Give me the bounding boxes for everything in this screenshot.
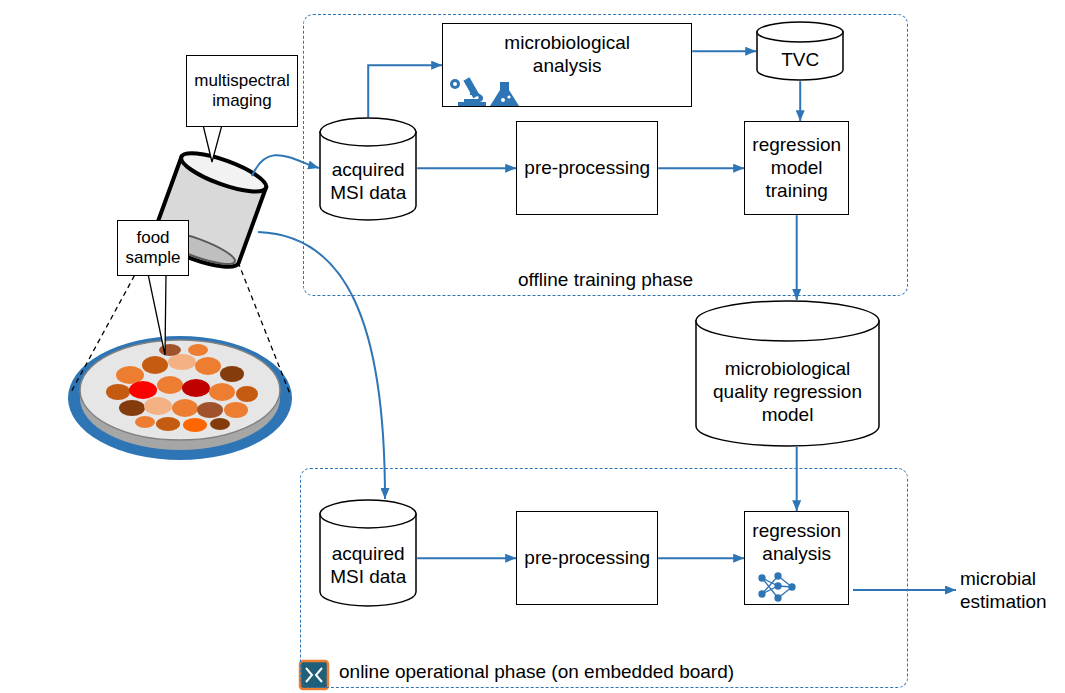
node-text: multispectral imaging: [193, 71, 291, 112]
view-lines: [238, 262, 290, 394]
food-plate: [236, 386, 258, 402]
food-plate: [135, 416, 155, 428]
food-plate: [195, 357, 221, 375]
network-icon: [775, 595, 781, 601]
food-plate: [224, 402, 248, 418]
chip-icon: [306, 668, 322, 682]
lab-icon: [464, 92, 483, 102]
food-plate: [106, 384, 130, 400]
food-plate: [220, 366, 244, 382]
callout-box: multispectral imaging: [186, 55, 298, 127]
region-label: offline training phase: [304, 269, 907, 292]
flow-arrow: [658, 557, 744, 559]
data-store: acquired MSI data: [319, 117, 417, 221]
phase-region: online operational phase (on embedded bo…: [300, 468, 908, 688]
network-icon: [775, 583, 781, 589]
food-plate: [168, 354, 196, 370]
flow-arrow: [658, 167, 744, 169]
flow-arrow: [796, 215, 798, 300]
node-text: microbiological quality regression model: [702, 358, 874, 426]
food-plate: [159, 344, 181, 356]
chip-icon: [300, 661, 328, 689]
cylinder-outline: [757, 22, 843, 42]
food-plate: [209, 383, 235, 401]
process-box: regression model training: [744, 121, 849, 215]
node-text: TVC: [781, 49, 819, 72]
node-text: regression analysis: [751, 520, 842, 566]
food-plate: [183, 418, 207, 432]
callout-tail: [148, 274, 166, 355]
output-arrow: [853, 589, 956, 591]
food-plate: [68, 336, 292, 460]
process-box: microbiological analysis: [442, 23, 692, 107]
node-text: pre-processing: [524, 157, 650, 180]
region-label: online operational phase (on embedded bo…: [339, 661, 734, 684]
node-text: microbiological analysis: [482, 32, 652, 78]
food-plate: [129, 381, 157, 399]
output-label: microbial estimation: [960, 568, 1058, 614]
flow-arrow: [796, 447, 798, 511]
data-arrow: [258, 232, 385, 499]
food-plate: [156, 417, 180, 431]
lab-icon: [450, 79, 460, 89]
food-plate: [197, 402, 223, 418]
flow-arrow: [799, 81, 801, 121]
lab-icon: [501, 98, 505, 102]
chip-icon: [300, 661, 328, 689]
lab-icon: [453, 82, 457, 86]
flow-arrow: [417, 557, 516, 559]
food-plate: [188, 344, 208, 356]
node-text: regression model training: [751, 134, 842, 202]
food-plate: [144, 397, 172, 415]
cylinder-outline: [320, 500, 416, 528]
flow-arrow: [368, 65, 442, 117]
data-arrow: [252, 155, 319, 176]
lab-icon: [507, 95, 510, 98]
phase-region: offline training phase microbiological an…: [303, 14, 908, 296]
lab-icon: [450, 77, 519, 106]
food-plate: [142, 356, 168, 374]
callout-box: food sample: [117, 220, 189, 276]
food-plate: [210, 418, 230, 430]
flow-arrow: [417, 167, 516, 169]
data-store: acquired MSI data: [319, 499, 417, 607]
model-store: microbiological quality regression model: [695, 300, 880, 447]
process-box: pre-processing: [516, 511, 658, 605]
process-box: pre-processing: [516, 121, 658, 215]
process-box: regression analysis: [744, 511, 849, 605]
network-icon: [789, 584, 795, 590]
cylinder-outline: [696, 301, 879, 341]
camera: [177, 146, 270, 199]
lab-icon: [458, 102, 486, 106]
node-text: acquired MSI data: [326, 543, 410, 589]
food-plate: [172, 399, 198, 417]
food-plate: [182, 379, 210, 397]
node-text: acquired MSI data: [326, 159, 410, 205]
node-text: food sample: [124, 228, 182, 269]
network-icon: [759, 575, 765, 581]
network-icon: [775, 573, 781, 579]
food-plate: [119, 400, 145, 416]
callout-tail: [203, 125, 222, 162]
data-store: TVC: [756, 21, 844, 81]
flow-arrow: [692, 50, 756, 52]
lab-icon: [490, 82, 519, 106]
network-icon: [759, 573, 795, 601]
food-plate: [157, 376, 183, 394]
food-plate: [80, 340, 280, 440]
node-text: pre-processing: [524, 547, 650, 570]
cylinder-outline: [320, 118, 416, 146]
food-plate: [68, 336, 292, 460]
network-icon: [759, 591, 765, 597]
